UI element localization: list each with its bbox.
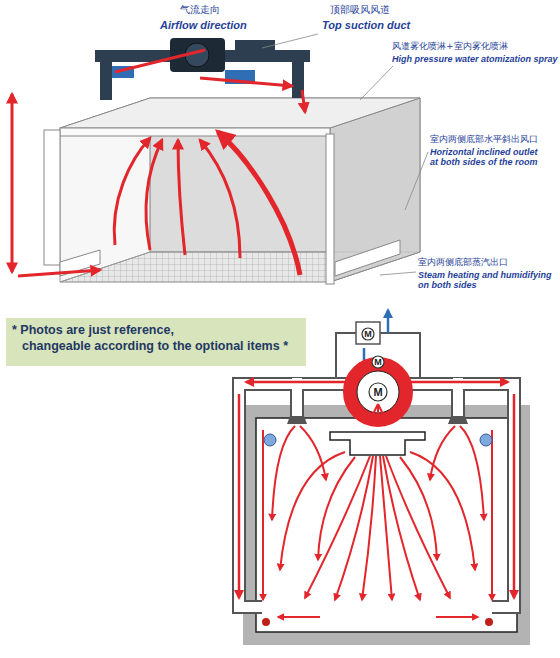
fan-ring bbox=[371, 404, 385, 420]
spray-nozzle bbox=[480, 434, 492, 446]
airflow-arrow bbox=[430, 426, 455, 480]
airflow-arrow bbox=[410, 381, 508, 384]
callout-label: Top suction duct bbox=[322, 19, 410, 32]
motor-outline bbox=[362, 328, 374, 340]
spray-nozzle bbox=[264, 434, 492, 446]
suction-duct bbox=[100, 62, 112, 100]
callout-label: Horizontal inclined outlet at both sides… bbox=[430, 147, 542, 168]
airflow-arrow bbox=[305, 456, 370, 598]
motor-label: M bbox=[374, 358, 382, 367]
air-duct bbox=[448, 416, 468, 424]
note-box: * Photos are just reference, changeable … bbox=[6, 318, 306, 366]
airflow-arrow bbox=[200, 140, 240, 258]
callout-label: Steam heating and humidifying on both si… bbox=[418, 270, 558, 291]
air-duct bbox=[287, 416, 307, 424]
motor-symbol: M bbox=[371, 355, 385, 369]
leader-line bbox=[360, 66, 393, 100]
motor-label: M bbox=[373, 387, 382, 398]
building-wall bbox=[243, 405, 530, 645]
steam-outlet bbox=[262, 618, 493, 626]
callout-label: High pressure water atomization spray bbox=[392, 54, 558, 64]
note-text: * Photos are just reference, changeable … bbox=[22, 322, 304, 355]
airflow-arrow bbox=[12, 50, 305, 276]
booth-structure bbox=[330, 98, 420, 282]
airflow-arrow bbox=[386, 456, 450, 598]
airflow-arrow bbox=[262, 430, 264, 600]
airflow-arrow bbox=[491, 430, 493, 600]
airflow-arrow bbox=[280, 452, 345, 570]
callout-label: 室内两侧底部水平斜出风口 bbox=[430, 134, 538, 144]
leader-line bbox=[380, 272, 416, 275]
airflow-arrow bbox=[278, 616, 320, 618]
airflow-arrow bbox=[436, 616, 478, 618]
leader-line bbox=[262, 34, 318, 48]
spray-nozzle bbox=[264, 434, 276, 446]
booth-structure bbox=[44, 98, 420, 284]
airflow-arrow bbox=[246, 381, 346, 384]
airflow-arrow bbox=[302, 90, 305, 112]
building-wall bbox=[243, 405, 530, 645]
airflow-arrow bbox=[18, 270, 100, 276]
air-duct bbox=[453, 378, 463, 416]
booth-structure bbox=[326, 134, 334, 284]
steam-outlet bbox=[262, 618, 270, 626]
callout-label: 风道雾化喷淋+室内雾化喷淋 bbox=[392, 41, 508, 51]
building-wall bbox=[256, 418, 517, 632]
airflow-arrow bbox=[362, 456, 376, 600]
airflow-arrow bbox=[238, 394, 241, 598]
airflow-arrow bbox=[146, 140, 162, 250]
motor-symbol: M bbox=[368, 382, 388, 402]
motor-label: M bbox=[364, 330, 372, 339]
booth-structure bbox=[44, 130, 60, 265]
airflow-arrow bbox=[300, 426, 326, 480]
steam-outlet bbox=[485, 618, 493, 626]
booth-structure bbox=[60, 128, 330, 136]
suction-duct bbox=[235, 40, 275, 54]
callout-label: Airflow direction bbox=[160, 19, 247, 32]
airflow-arrow bbox=[218, 132, 300, 275]
airflow-arrow bbox=[114, 138, 150, 245]
suction-duct bbox=[95, 38, 310, 100]
fan-ring bbox=[350, 364, 406, 420]
callout-label: 室内两侧底部蒸汽出口 bbox=[418, 257, 508, 267]
callout-label: 气流走向 bbox=[180, 4, 220, 16]
exhaust-arrow bbox=[387, 310, 390, 333]
airflow-arrow bbox=[11, 94, 14, 272]
leader-line bbox=[262, 34, 428, 275]
motor-symbol: M bbox=[361, 327, 375, 341]
airflow-arrow bbox=[115, 50, 205, 72]
callout-label: 顶部吸风风道 bbox=[330, 4, 390, 16]
fan-ring bbox=[350, 364, 406, 420]
booth-structure bbox=[335, 240, 400, 276]
airflow-arrow bbox=[410, 452, 475, 570]
airflow-arrow bbox=[200, 78, 292, 86]
booth-structure bbox=[60, 98, 420, 128]
motor-outline bbox=[372, 356, 384, 368]
air-duct bbox=[292, 378, 302, 416]
leader-line bbox=[405, 152, 428, 210]
airflow-arrow bbox=[178, 140, 185, 255]
airflow-arrow bbox=[380, 456, 392, 600]
air-duct bbox=[356, 322, 380, 344]
motor-outline bbox=[369, 383, 387, 401]
airflow-arrow bbox=[513, 394, 516, 598]
airflow-arrow bbox=[239, 382, 514, 617]
